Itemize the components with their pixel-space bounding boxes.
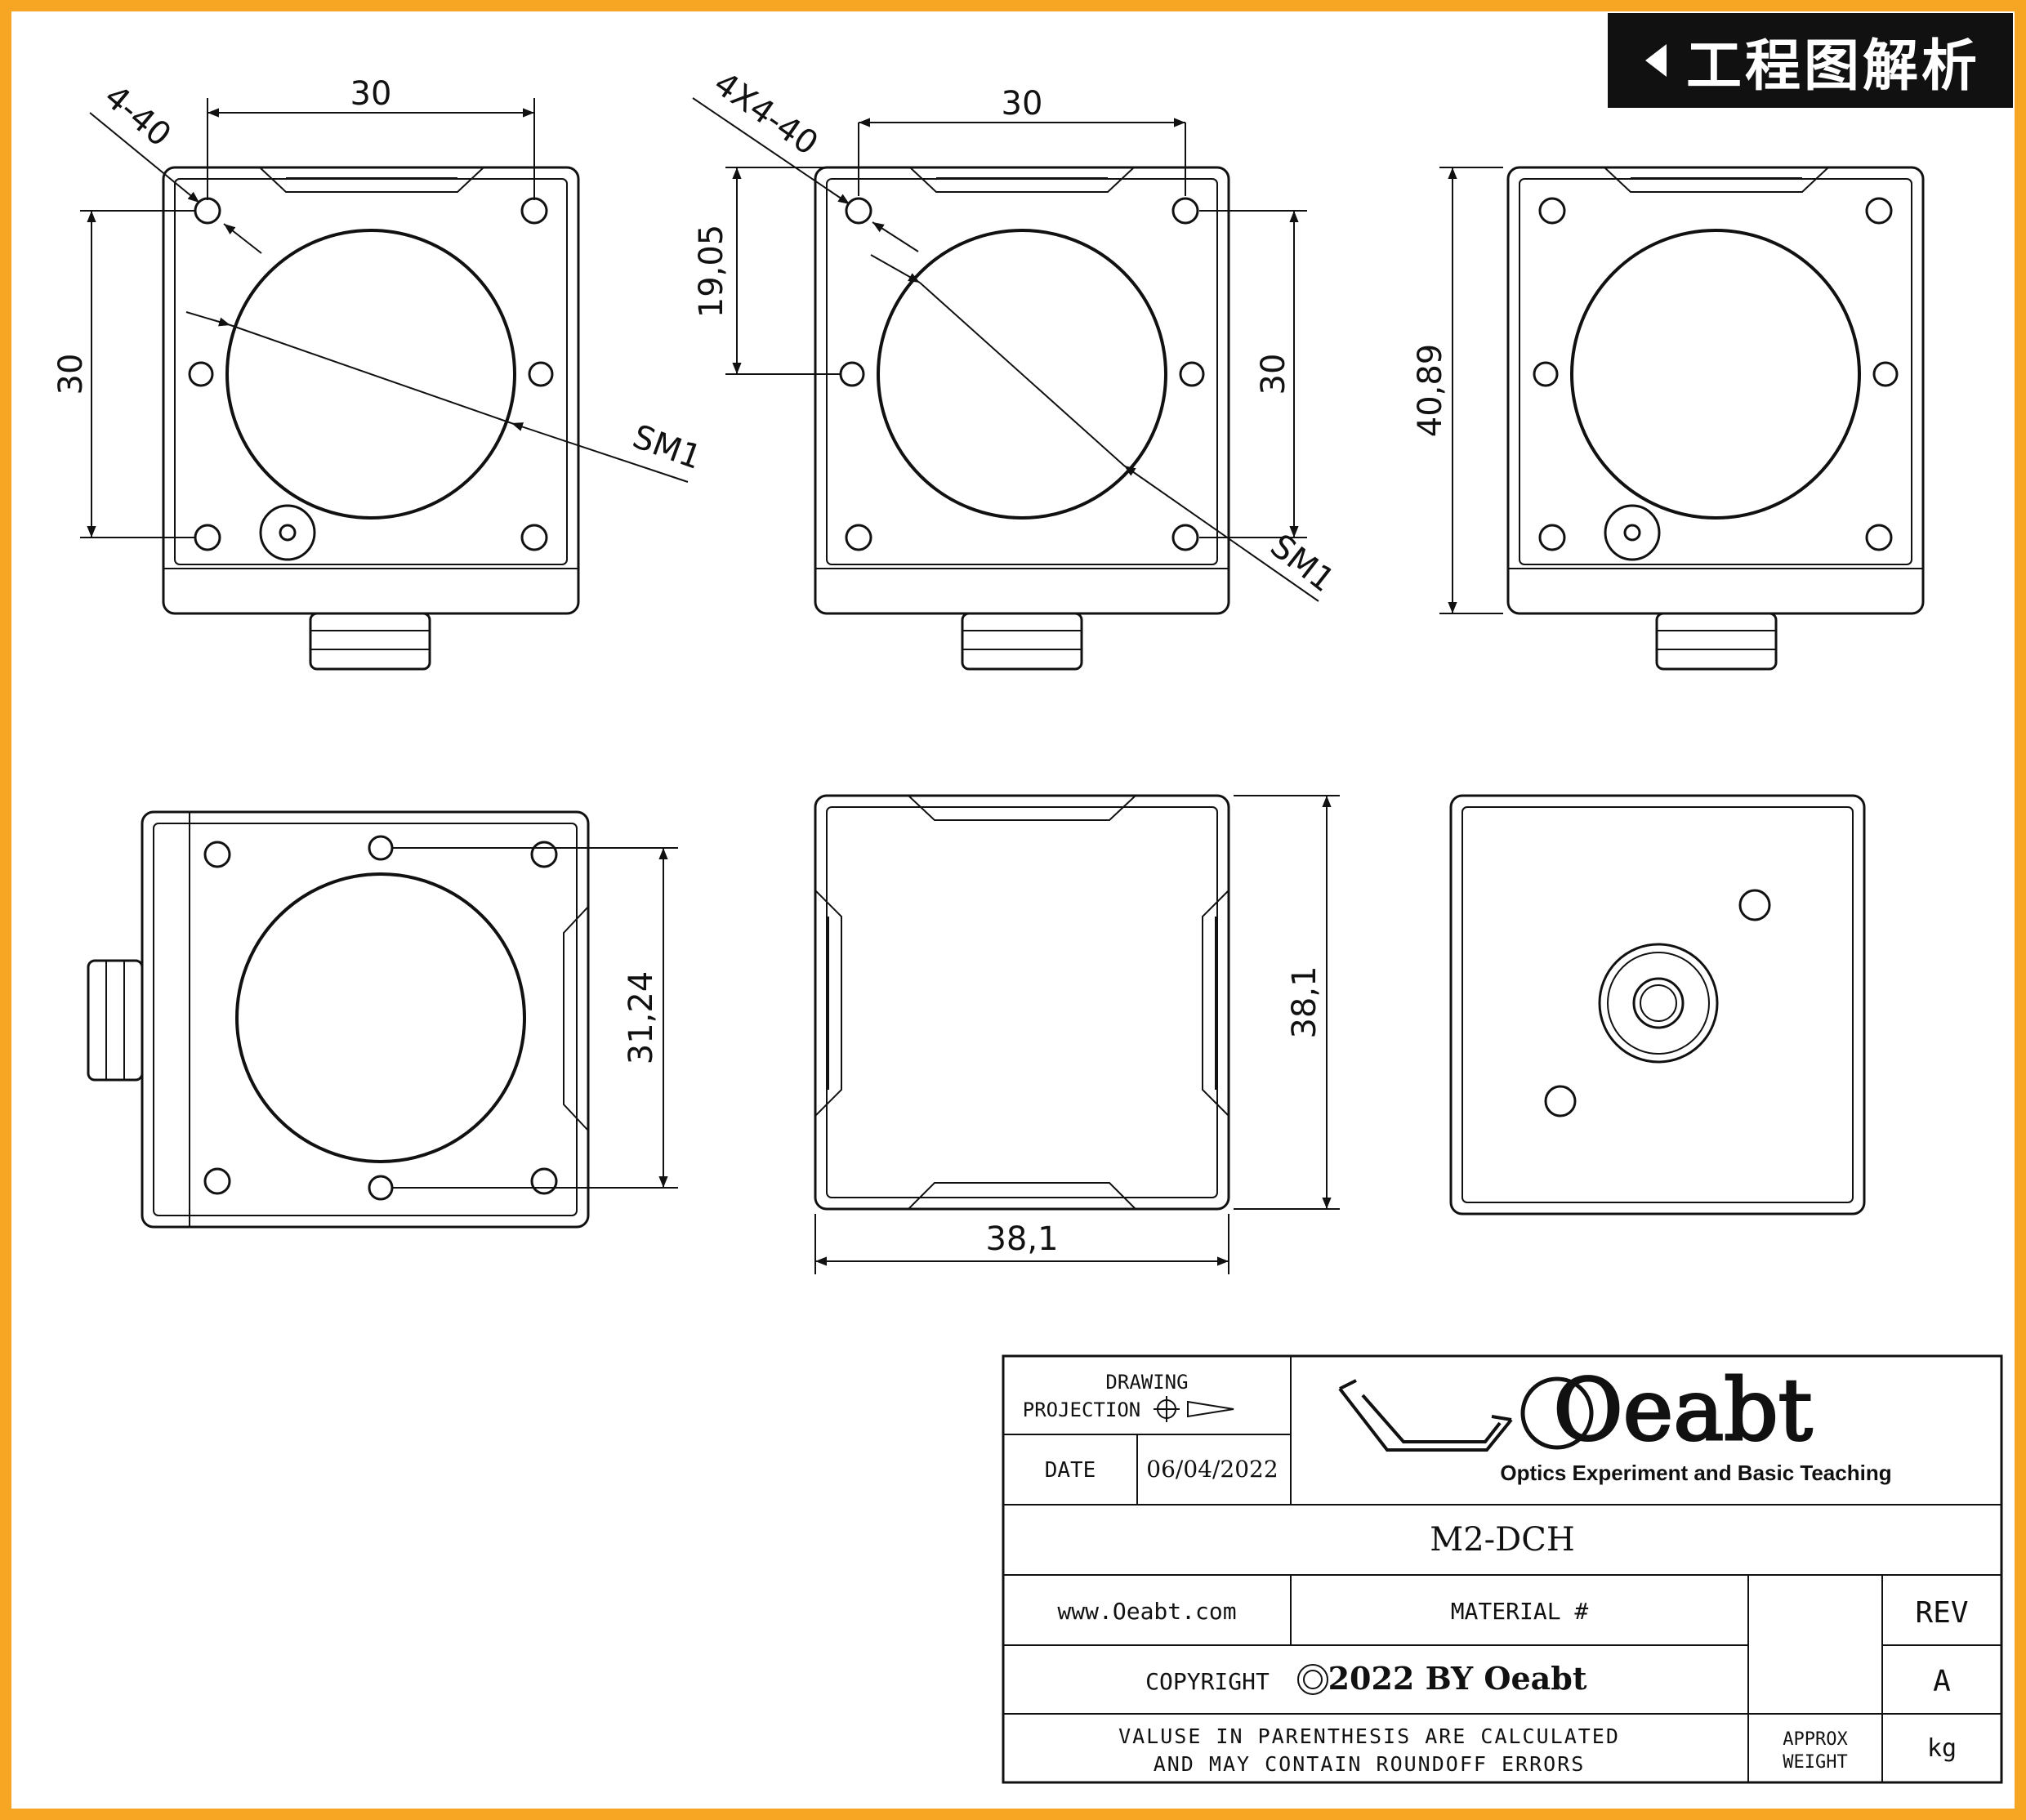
logo-mark-icon: [1338, 1379, 1513, 1452]
logo-text: Oeabt: [1553, 1360, 1812, 1460]
note-line1: VALUSE IN PARENTHESIS ARE CALCULATED: [1118, 1724, 1620, 1748]
copyright-icon: [1297, 1664, 1328, 1695]
projection-cone-icon: [1187, 1400, 1234, 1418]
dim-view1-top: 30: [350, 75, 392, 113]
drawing-projection-line2: PROJECTION: [1023, 1398, 1141, 1421]
chevron-left-icon: [1644, 44, 1667, 77]
rev-value: A: [1933, 1665, 1951, 1698]
part-number: M2-DCH: [1430, 1521, 1574, 1559]
material-label: MATERIAL #: [1451, 1598, 1589, 1625]
sm1-bore: [225, 229, 516, 520]
website: www.Oeabt.com: [1057, 1598, 1236, 1625]
dim-view3-height: 40,89: [1412, 344, 1449, 438]
dim-view1-left: 30: [52, 354, 90, 395]
view1-front: [80, 98, 689, 671]
view4-side: [87, 810, 678, 1229]
title-block: [1002, 1354, 2003, 1784]
view5-top: [814, 794, 1340, 1274]
dim-view5-bottom: 38,1: [985, 1220, 1058, 1258]
dim-view2-right: 30: [1255, 354, 1292, 395]
rev-label: REV: [1915, 1596, 1968, 1630]
dim-view5-right: 38,1: [1286, 966, 1323, 1038]
analysis-badge[interactable]: 工程图解析: [1608, 13, 2013, 108]
logo-tagline: Optics Experiment and Basic Teaching: [1500, 1461, 1891, 1485]
weight-unit: kg: [1927, 1734, 1957, 1763]
sm1-bore: [877, 229, 1167, 520]
dim-view2-left: 19,05: [693, 225, 730, 319]
dim-view4-right: 31,24: [623, 971, 660, 1065]
view2-front: [692, 97, 1319, 671]
view3-front: [1439, 166, 1925, 671]
dim-view2-top: 30: [1002, 85, 1043, 123]
copyright-label: COPYRIGHT: [1145, 1668, 1270, 1695]
copyright-value: 2022 BY Oeabt: [1328, 1660, 1587, 1697]
logo-o-icon: [1520, 1376, 1594, 1450]
weight-line2: WEIGHT: [1783, 1752, 1847, 1773]
drawing-projection-line1: DRAWING: [1105, 1371, 1188, 1394]
date-value: 06/04/2022: [1146, 1456, 1278, 1483]
view6-bottom: [1449, 794, 1866, 1216]
weight-line1: APPROX: [1783, 1729, 1848, 1750]
note-line2: AND MAY CONTAIN ROUNDOFF ERRORS: [1154, 1752, 1586, 1776]
date-label: DATE: [1045, 1458, 1096, 1483]
dim-view1-sm: SM1: [627, 418, 706, 477]
badge-label: 工程图解析: [1685, 33, 1980, 99]
dim-view1-thread: 4-40: [97, 78, 178, 154]
